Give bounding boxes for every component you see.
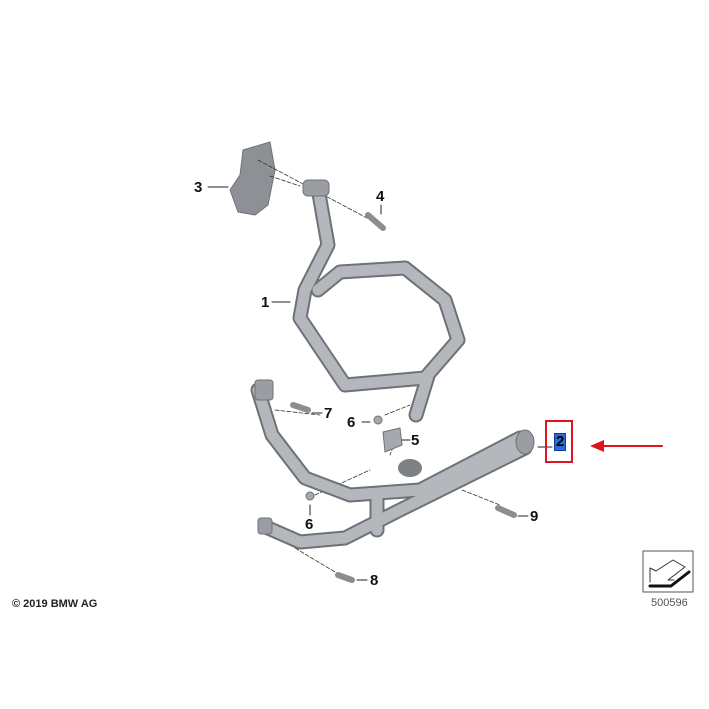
callout-6-lower[interactable]: 6: [305, 516, 314, 533]
part-9-bolt: [495, 505, 517, 518]
callout-1[interactable]: 1: [261, 294, 270, 311]
part-1-upper-crash-bar: [292, 179, 466, 423]
part-3-bracket: [229, 141, 276, 216]
part-8-bolt: [335, 572, 355, 583]
part-4-bolt: [365, 212, 386, 231]
callout-9[interactable]: 9: [530, 508, 539, 525]
callout-3[interactable]: 3: [194, 179, 203, 196]
copyright-text: © 2019 BMW AG: [12, 598, 98, 610]
callout-8[interactable]: 8: [370, 572, 379, 589]
callout-6-upper[interactable]: 6: [347, 414, 356, 431]
orientation-logo: [642, 550, 694, 593]
part-7-bolt: [290, 402, 311, 413]
part-5-plate: [382, 427, 403, 453]
diagram-number: 500596: [651, 597, 688, 609]
part-6-nut: [373, 415, 383, 425]
callout-2-selected[interactable]: 2: [553, 433, 567, 451]
part-2-lower-crash-bar: [250, 379, 535, 550]
callout-5[interactable]: 5: [411, 432, 420, 449]
leader-lines: [207, 186, 553, 581]
highlight-box: 2: [545, 420, 573, 463]
part-6-nut: [305, 491, 315, 501]
callout-7[interactable]: 7: [324, 405, 333, 422]
callout-4[interactable]: 4: [376, 188, 385, 205]
